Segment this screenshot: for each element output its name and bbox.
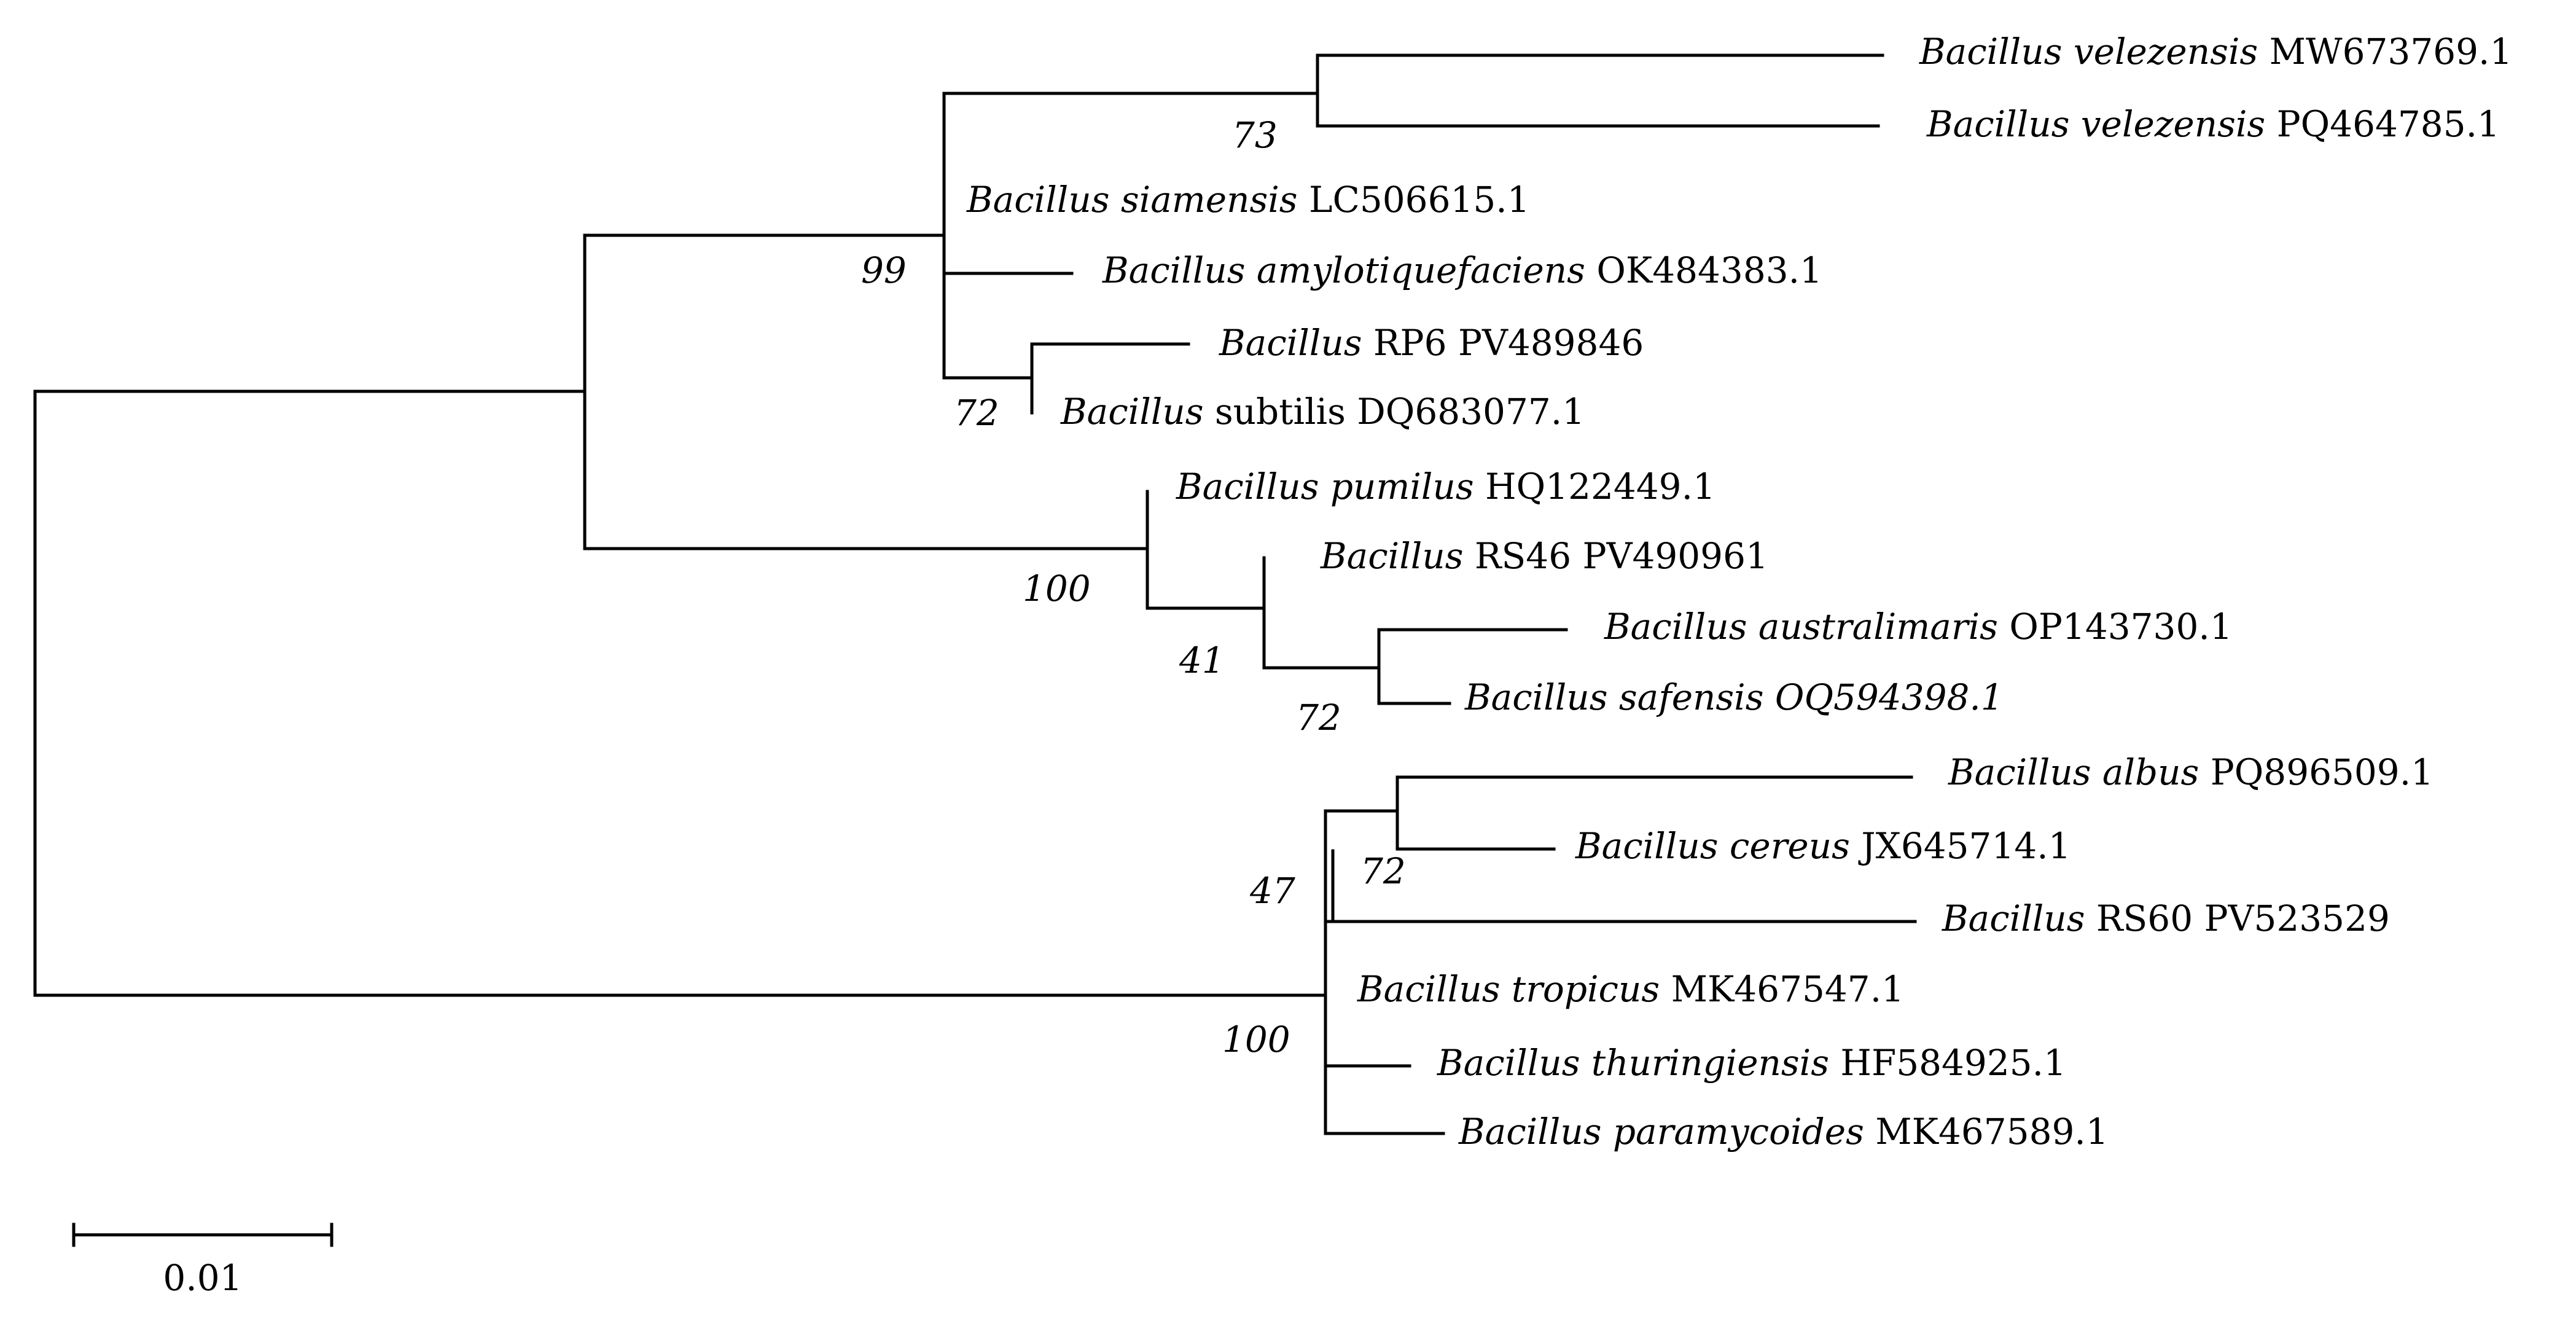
taxon-labels: Bacillus velezensis MW673769.1 Bacillus … (966, 31, 2512, 1153)
scale-bar: 0.01 (72, 1223, 334, 1299)
taxon-label: Bacillus siamensis LC506615.1 (966, 179, 1530, 221)
bootstrap-value: 72 (954, 392, 999, 434)
bootstrap-value: 47 (1249, 870, 1295, 912)
taxon-label: Bacillus RS46 PV490961 (1320, 535, 1768, 577)
bootstrap-value: 41 (1179, 640, 1225, 681)
tree-branches (33, 53, 1917, 1135)
bootstrap-value: 72 (1296, 697, 1341, 738)
bootstrap-value: 72 (1360, 850, 1406, 892)
scale-bar-line (72, 1223, 334, 1247)
taxon-label: Bacillus albus PQ896509.1 (1948, 751, 2434, 793)
taxon-label: Bacillus amylotiquefaciens OK484383.1 (1102, 249, 1822, 291)
bootstrap-value: 100 (1222, 1019, 1290, 1060)
bootstrap-value: 73 (1232, 114, 1278, 156)
taxon-label: Bacillus paramycoides MK467589.1 (1458, 1111, 2109, 1153)
taxon-label: Bacillus cereus JX645714.1 (1575, 825, 2071, 867)
taxon-label: Bacillus safensis OQ594398.1 (1464, 676, 2004, 718)
scale-bar-label: 0.01 (163, 1257, 242, 1299)
bootstrap-value: 100 (1023, 568, 1091, 609)
taxon-label: Bacillus subtilis DQ683077.1 (1060, 391, 1585, 432)
taxon-label: Bacillus RP6 PV489846 (1219, 322, 1644, 364)
bootstrap-values: 73 99 72 100 41 72 72 47 100 (861, 114, 1406, 1060)
taxon-label: Bacillus velezensis PQ464785.1 (1926, 103, 2500, 145)
taxon-label: Bacillus velezensis MW673769.1 (1919, 31, 2512, 72)
taxon-label: Bacillus pumilus HQ122449.1 (1176, 466, 1715, 507)
taxon-label: Bacillus RS60 PV523529 (1942, 898, 2390, 939)
taxon-label: Bacillus tropicus MK467547.1 (1357, 968, 1904, 1010)
bootstrap-value: 99 (861, 249, 907, 291)
taxon-label: Bacillus thuringiensis HF584925.1 (1437, 1042, 2066, 1084)
taxon-label: Bacillus australimaris OP143730.1 (1604, 606, 2233, 648)
